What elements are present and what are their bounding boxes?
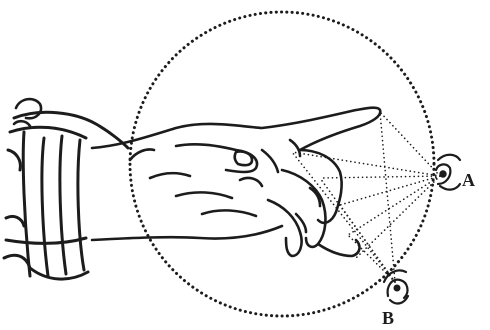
label-point-a: A xyxy=(462,170,475,190)
eye-icon xyxy=(436,155,460,190)
sleeve xyxy=(4,112,128,279)
pointing-hand-icon xyxy=(92,108,380,256)
label-point-b: B xyxy=(382,308,394,328)
sight-lines-a xyxy=(292,112,440,258)
eye-icon xyxy=(384,270,408,303)
dotted-circle xyxy=(130,12,434,316)
